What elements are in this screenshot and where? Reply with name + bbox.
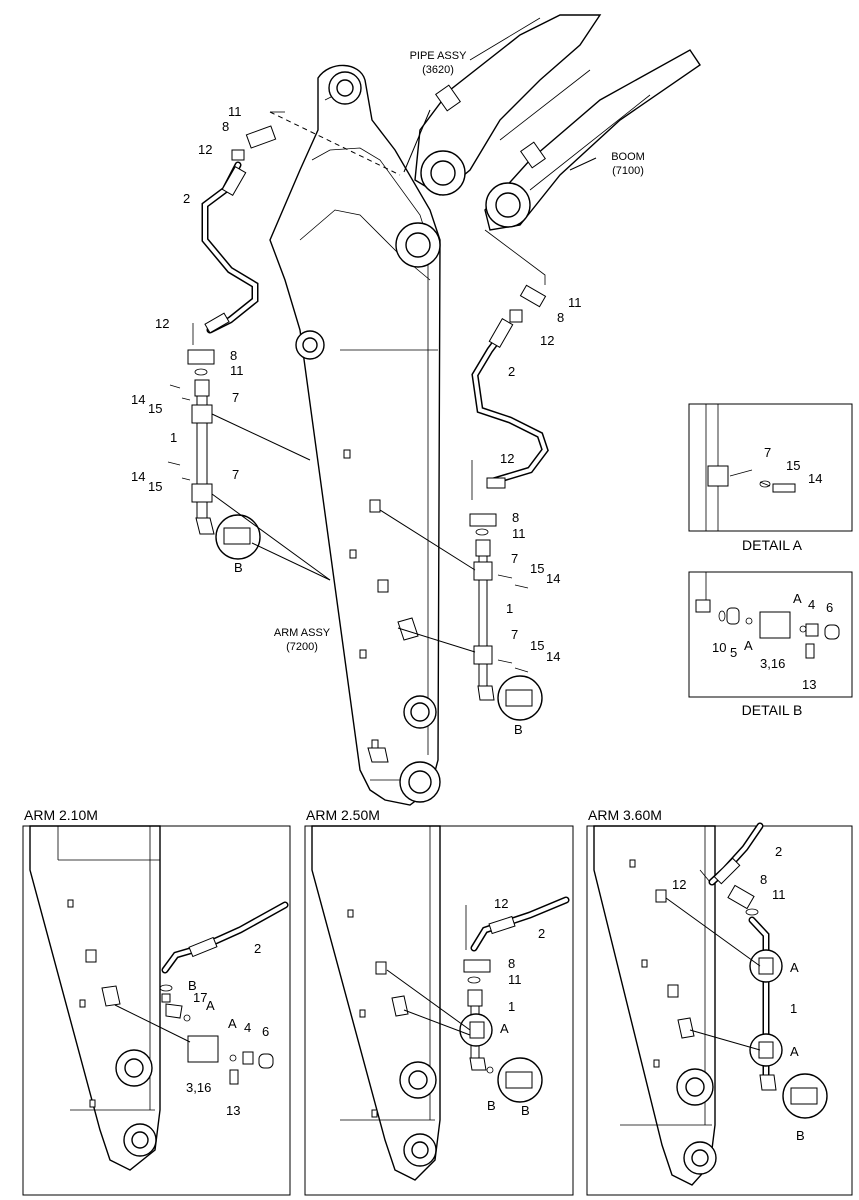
callout: 15 [530, 561, 544, 576]
callout: 2 [183, 191, 190, 206]
callout: A [793, 591, 802, 606]
callout: 17 [193, 990, 207, 1005]
boom-label: BOOM [611, 151, 645, 163]
callout: B [487, 1098, 496, 1113]
callout: 8 [508, 956, 515, 971]
callout: 2 [775, 844, 782, 859]
panel-arm-2-50m: 12 2 8 11 1 A B B [304, 825, 574, 1196]
callout: 1 [506, 601, 513, 616]
arm-assy-label: ARM ASSY [274, 627, 331, 639]
callout: 2 [254, 941, 261, 956]
boom-drawing [414, 14, 701, 231]
callout: A [790, 960, 799, 975]
callout: 3,16 [186, 1080, 211, 1095]
callout: 6 [262, 1024, 269, 1039]
callout: 14 [131, 469, 145, 484]
callout: 7 [511, 551, 518, 566]
callout: A [500, 1021, 509, 1036]
detail-a-caption: DETAIL A [742, 537, 803, 553]
callout: 14 [546, 649, 560, 664]
callout: 12 [672, 877, 686, 892]
callout: 15 [786, 458, 800, 473]
callout: 10 [712, 640, 726, 655]
callout: B [521, 1103, 530, 1118]
callout: 11 [512, 526, 526, 541]
callout: B [796, 1128, 805, 1143]
callout: 11 [230, 363, 244, 378]
callout: 12 [494, 896, 508, 911]
callout: 6 [826, 600, 833, 615]
callout: 12 [540, 333, 554, 348]
callout: 4 [808, 597, 815, 612]
callout: 11 [568, 295, 582, 310]
callout: 5 [730, 645, 737, 660]
panel-1-title: ARM 2.10M [24, 807, 98, 823]
callout: B [188, 978, 197, 993]
boom-code: (7100) [612, 165, 644, 177]
callout: 3,16 [760, 656, 785, 671]
callout: A [744, 638, 753, 653]
callout: 7 [232, 467, 239, 482]
callout: 13 [802, 677, 816, 692]
callout: B [234, 560, 243, 575]
main-assembly-drawing [167, 14, 701, 806]
callout: 4 [244, 1020, 251, 1035]
callout: A [790, 1044, 799, 1059]
right-callouts: 11 8 12 2 12 8 11 7 15 14 1 7 15 14 B [500, 295, 582, 737]
callout: 11 [772, 887, 786, 902]
callout: 12 [155, 316, 169, 331]
right-hose-assembly [379, 229, 549, 721]
callout: 14 [131, 392, 145, 407]
callout: 7 [511, 627, 518, 642]
callout: 8 [230, 348, 237, 363]
pipe-assy-label: PIPE ASSY [410, 50, 468, 62]
callout: 15 [148, 479, 162, 494]
callout: B [514, 722, 523, 737]
detail-a-box: 7 15 14 [688, 403, 853, 532]
callout: 14 [808, 471, 822, 486]
callout: 2 [508, 364, 515, 379]
callout: 1 [790, 1001, 797, 1016]
callout: 12 [198, 142, 212, 157]
panel-2-title: ARM 2.50M [306, 807, 380, 823]
panel-arm-2-10m: 2 B 17 A A 4 6 3,16 13 [22, 825, 291, 1196]
callout: 13 [226, 1103, 240, 1118]
callout: 8 [512, 510, 519, 525]
left-hose-assembly [167, 111, 401, 581]
callout: 15 [148, 401, 162, 416]
callout: 11 [228, 104, 242, 119]
callout: 11 [508, 972, 522, 987]
callout: 8 [557, 310, 564, 325]
reference-labels: PIPE ASSY (3620) BOOM (7100) ARM ASSY (7… [274, 50, 645, 653]
panel-arm-3-60m: 2 12 8 11 A 1 A B [586, 822, 853, 1196]
callout: 7 [232, 390, 239, 405]
detail-b-box: A 4 6 10 5 A 3,16 13 [688, 571, 853, 698]
arm-drawing [269, 64, 441, 806]
callout: A [228, 1016, 237, 1031]
panel-3-title: ARM 3.60M [588, 807, 662, 823]
callout: A [206, 998, 215, 1013]
arm-assy-code: (7200) [286, 641, 318, 653]
callout: 1 [170, 430, 177, 445]
callout: 1 [508, 999, 515, 1014]
detail-b-caption: DETAIL B [742, 702, 803, 718]
pipe-assy-code: (3620) [422, 64, 454, 76]
callout: 14 [546, 571, 560, 586]
callout: 7 [764, 445, 771, 460]
callout: 8 [760, 872, 767, 887]
callout: 8 [222, 119, 229, 134]
callout: 12 [500, 451, 514, 466]
left-callouts: 11 8 12 2 12 8 11 14 15 7 1 14 15 7 B [131, 104, 244, 575]
callout: 15 [530, 638, 544, 653]
callout: 2 [538, 926, 545, 941]
